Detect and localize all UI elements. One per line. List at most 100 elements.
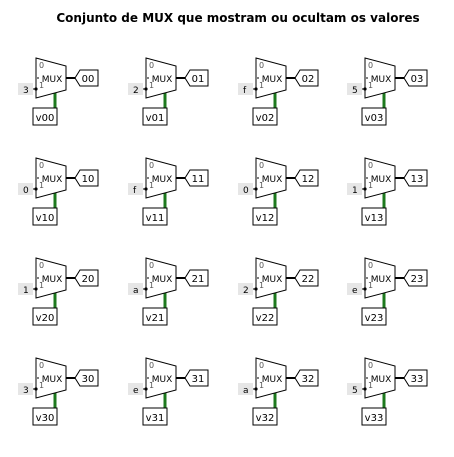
mux-body[interactable] [35, 157, 67, 199]
output-pin-label: 00 [82, 74, 95, 85]
input-pin-label: v21 [146, 313, 165, 324]
input-pin[interactable] [252, 307, 278, 326]
constant-value: 5 [352, 386, 358, 396]
input-pin[interactable] [252, 107, 278, 126]
mux-input-1-label: 1 [259, 81, 264, 90]
mux-body[interactable] [255, 257, 287, 299]
output-pin [403, 269, 428, 287]
mux-body[interactable] [364, 57, 396, 99]
constant-value: 1 [23, 286, 29, 296]
mux-body[interactable] [35, 357, 67, 399]
mux-input-1-label: 1 [259, 281, 264, 290]
mux-input-0-label: 0 [39, 161, 44, 170]
output-pin [184, 269, 209, 287]
constant-box [18, 183, 33, 195]
mux-input-1-label: 1 [39, 81, 44, 90]
mux-body[interactable] [145, 257, 177, 299]
output-pin [294, 169, 319, 187]
constant-box [347, 383, 362, 395]
mux-body[interactable] [145, 357, 177, 399]
input-pin-label: v10 [36, 213, 55, 224]
mux-input-dot [254, 387, 258, 391]
constant-box [238, 183, 253, 195]
constant-value: e [352, 286, 358, 296]
constant-box [128, 383, 143, 395]
mux-label: MUX [152, 175, 173, 185]
constant-value: 1 [352, 186, 358, 196]
input-pin[interactable] [32, 407, 58, 426]
mux-input-1-label: 1 [39, 281, 44, 290]
output-pin-label: 01 [192, 74, 205, 85]
mux-input-1-label: 1 [368, 81, 373, 90]
constant-box [18, 283, 33, 295]
mux-body[interactable] [364, 257, 396, 299]
mux-body[interactable] [255, 357, 287, 399]
output-pin [184, 369, 209, 387]
mux-body[interactable] [145, 57, 177, 99]
mux-body[interactable] [364, 357, 396, 399]
input-pin[interactable] [361, 407, 387, 426]
output-pin-label: 13 [411, 174, 424, 185]
output-pin-label: 20 [82, 274, 95, 285]
mux-label: MUX [371, 375, 392, 385]
input-pin[interactable] [361, 207, 387, 226]
mux-input-1-label: 1 [149, 81, 154, 90]
input-pin[interactable] [142, 207, 168, 226]
mux-label: MUX [262, 175, 283, 185]
constant-value: 3 [23, 386, 29, 396]
input-pin[interactable] [142, 107, 168, 126]
constant-box [128, 83, 143, 95]
input-pin[interactable] [32, 107, 58, 126]
input-pin[interactable] [361, 307, 387, 326]
mux-body[interactable] [35, 257, 67, 299]
input-pin-label: v32 [256, 413, 275, 424]
mux-input-1-label: 1 [368, 281, 373, 290]
input-pin[interactable] [361, 107, 387, 126]
mux-input-0-label: 0 [259, 161, 264, 170]
mux-body[interactable] [35, 57, 67, 99]
mux-label: MUX [152, 75, 173, 85]
output-pin [294, 69, 319, 87]
mux-input-1-label: 1 [368, 181, 373, 190]
constant-box [238, 383, 253, 395]
mux-label: MUX [42, 75, 63, 85]
mux-input-1-label: 1 [149, 181, 154, 190]
mux-grid: 01MUX300v0001MUX201v0101MUXf02v0201MUX50… [18, 57, 428, 426]
input-pin[interactable] [32, 307, 58, 326]
mux-label: MUX [152, 375, 173, 385]
mux-input-0-label: 0 [149, 261, 154, 270]
output-pin-label: 22 [302, 274, 315, 285]
input-pin[interactable] [252, 207, 278, 226]
mux-input-dot [363, 387, 367, 391]
mux-input-0-label: 0 [149, 61, 154, 70]
output-pin-label: 03 [411, 74, 424, 85]
input-pin-label: v01 [146, 113, 165, 124]
mux-input-0-label: 0 [259, 61, 264, 70]
input-pin-label: v02 [256, 113, 275, 124]
output-pin-label: 02 [302, 74, 315, 85]
input-pin[interactable] [252, 407, 278, 426]
mux-body[interactable] [145, 157, 177, 199]
mux-input-1-label: 1 [39, 181, 44, 190]
mux-body[interactable] [364, 157, 396, 199]
constant-value: 2 [243, 286, 249, 296]
output-pin [403, 369, 428, 387]
mux-body[interactable] [255, 57, 287, 99]
input-pin[interactable] [142, 307, 168, 326]
mux-input-0-label: 0 [259, 361, 264, 370]
mux-body[interactable] [255, 157, 287, 199]
mux-input-dot [363, 287, 367, 291]
mux-input-1-label: 1 [39, 381, 44, 390]
output-pin [74, 69, 99, 87]
mux-input-0-label: 0 [39, 361, 44, 370]
constant-value: 5 [352, 86, 358, 96]
input-pin[interactable] [32, 207, 58, 226]
input-pin[interactable] [142, 407, 168, 426]
